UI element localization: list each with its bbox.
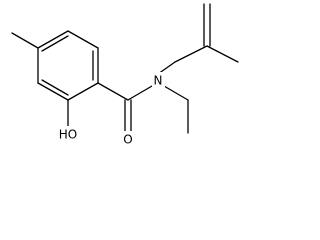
bond-ring-5 (37, 82, 69, 101)
bond-nitrogen-ethyl (163, 85, 189, 101)
bond-ring-1-inner (41, 35, 69, 52)
bond-ring-4 (67, 82, 99, 101)
bond-ring-2 (67, 30, 99, 49)
atom-labels: N O HO (58, 72, 165, 147)
bond-ring-1 (37, 30, 69, 49)
bonds (11, 3, 239, 134)
chemical-structure: N O HO (11, 3, 239, 147)
hydroxyl-label: HO (59, 128, 77, 142)
oxygen-label: O (123, 133, 132, 147)
oxygen-mask (122, 131, 135, 147)
nitrogen-mask (152, 72, 165, 88)
bond-carbonyl-nitrogen (127, 85, 153, 101)
bond-allyl-ch2 (174, 45, 208, 63)
bond-alkene-methyl (206, 45, 239, 63)
bond-ring-carbonyl (97, 82, 129, 101)
bond-ring-methyl (11, 32, 39, 49)
nitrogen-label: N (154, 74, 163, 88)
hydroxyl-mask (58, 126, 80, 142)
bond-ring-5-inner (41, 79, 69, 96)
